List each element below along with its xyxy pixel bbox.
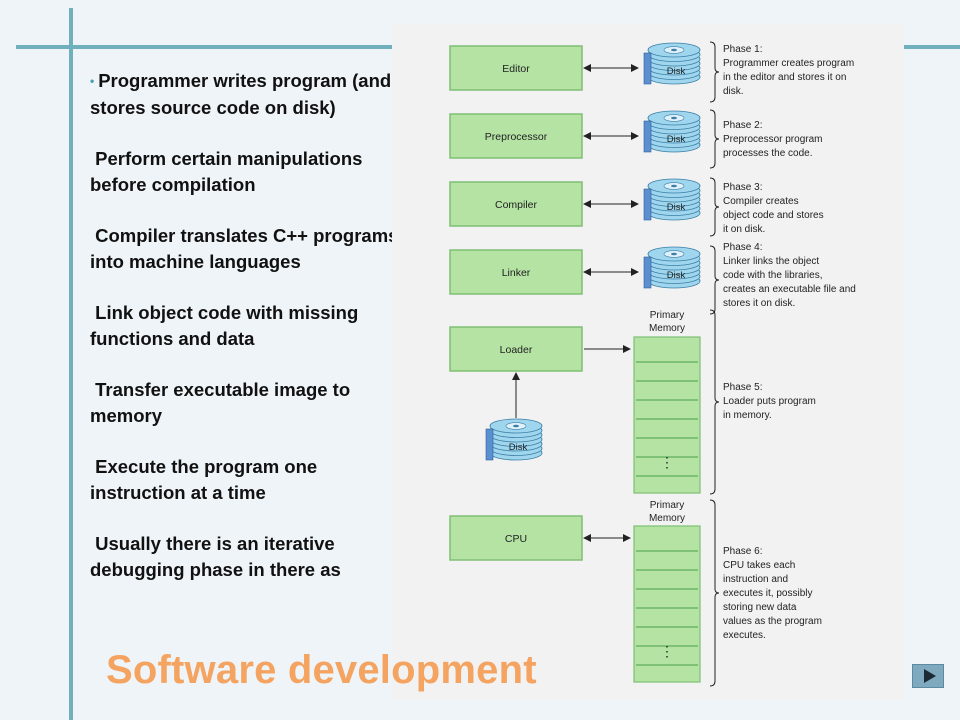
phase-brace [709,177,720,237]
phase-brace [709,499,720,687]
disk-label: Disk [667,66,686,77]
bullet-list: •Programmer writes program (and stores s… [90,68,408,608]
bullet-text: Programmer writes program (and stores so… [90,70,392,118]
bullet-text: Execute the program one instruction at a… [90,456,318,503]
phase-text: object code and stores [723,210,824,221]
stage-box [449,249,583,295]
phase-text: executes it, possibly [723,588,813,599]
memory-label: Memory [649,323,685,334]
phase-text: in memory. [723,410,772,421]
bullet-dot-icon: • [90,74,95,88]
memory-label: Primary [650,310,684,321]
disk-head [643,188,652,221]
phase-text: creates an executable file and [723,284,856,295]
memory-ellipsis: ⋮ [660,454,674,470]
phase-text: Phase 3: [723,182,762,193]
disk-icon: Disk [643,110,701,153]
phase-text: in the editor and stores it on [723,72,846,83]
phase-text: Linker links the object [723,256,819,267]
disk-icon: Disk [643,178,701,221]
phase-text: disk. [723,86,744,97]
disk-icon: Disk [485,418,543,461]
phase-text: processes the code. [723,148,813,159]
bullet-text: Usually there is an iterative debugging … [90,533,341,580]
diagram-canvas: EditorPreprocessorCompilerLinkerLoaderCP… [449,41,856,687]
disk-head [643,256,652,289]
bullet-text: Perform certain manipulations before com… [90,148,363,195]
stage-box [449,181,583,227]
memory-label: Primary [650,500,684,511]
disk-label: Disk [509,442,528,453]
bullet-item: Link object code with missing functions … [90,300,408,351]
phase-text: Phase 1: [723,44,762,55]
phase-text: Phase 6: [723,546,762,557]
slide-title: Software development [106,648,537,692]
memory-ellipsis: ⋮ [660,643,674,659]
stage-box-label: Compiler [495,199,538,211]
stage-box [449,113,583,159]
disk-spindle [671,116,677,120]
bullet-item: Usually there is an iterative debugging … [90,531,408,582]
stage-box-label: Loader [500,344,533,356]
bullet-item: Perform certain manipulations before com… [90,146,408,197]
phase-text: executes. [723,630,766,641]
vertical-accent-line [69,8,73,720]
disk-spindle [671,48,677,52]
horizontal-accent-line-left [16,45,396,49]
disk-spindle [671,184,677,188]
next-slide-button[interactable] [912,664,944,688]
phase-brace [709,41,720,103]
memory-block [633,336,701,494]
bullet-text: Compiler translates C++ programs into ma… [90,225,399,272]
stage-box [449,326,583,372]
memory-block [633,525,701,683]
disk-icon: Disk [643,42,701,85]
bullet-item: Compiler translates C++ programs into ma… [90,223,408,274]
phase-text: instruction and [723,574,788,585]
bullet-item: Execute the program one instruction at a… [90,454,408,505]
phase-text: Preprocessor program [723,134,822,145]
bullet-item: Transfer executable image to memory [90,377,408,428]
memory-label: Memory [649,513,685,524]
phase-text: it on disk. [723,224,765,235]
phase-text: Phase 4: [723,242,762,253]
bullet-text: Transfer executable image to memory [90,379,351,426]
stage-box-label: Editor [502,63,530,75]
disk-label: Disk [667,270,686,281]
phase-text: Phase 5: [723,382,762,393]
disk-head [643,120,652,153]
phase-brace [709,245,720,315]
disk-head [643,52,652,85]
bullet-text: Link object code with missing functions … [90,302,359,349]
disk-spindle [671,252,677,256]
stage-box-label: CPU [505,533,527,545]
stage-box [449,515,583,561]
disk-label: Disk [667,202,686,213]
phase-brace [709,309,720,495]
phase-text: CPU takes each [723,560,795,571]
phase-text: Programmer creates program [723,58,854,69]
phase-text: stores it on disk. [723,298,795,309]
phase-text: storing new data [723,602,797,613]
stage-box-label: Linker [502,267,531,279]
disk-head [485,428,494,461]
disk-icon: Disk [643,246,701,289]
disk-spindle [513,424,519,428]
bullet-item: •Programmer writes program (and stores s… [90,68,408,120]
disk-label: Disk [667,134,686,145]
phase-text: Compiler creates [723,196,799,207]
phase-brace [709,109,720,169]
phase-text: Phase 2: [723,120,762,131]
phase-text: code with the libraries, [723,270,823,281]
stage-box [449,45,583,91]
horizontal-accent-line-right [904,45,960,49]
phase-text: Loader puts program [723,396,816,407]
stage-box-label: Preprocessor [485,131,548,143]
phase-text: values as the program [723,616,822,627]
